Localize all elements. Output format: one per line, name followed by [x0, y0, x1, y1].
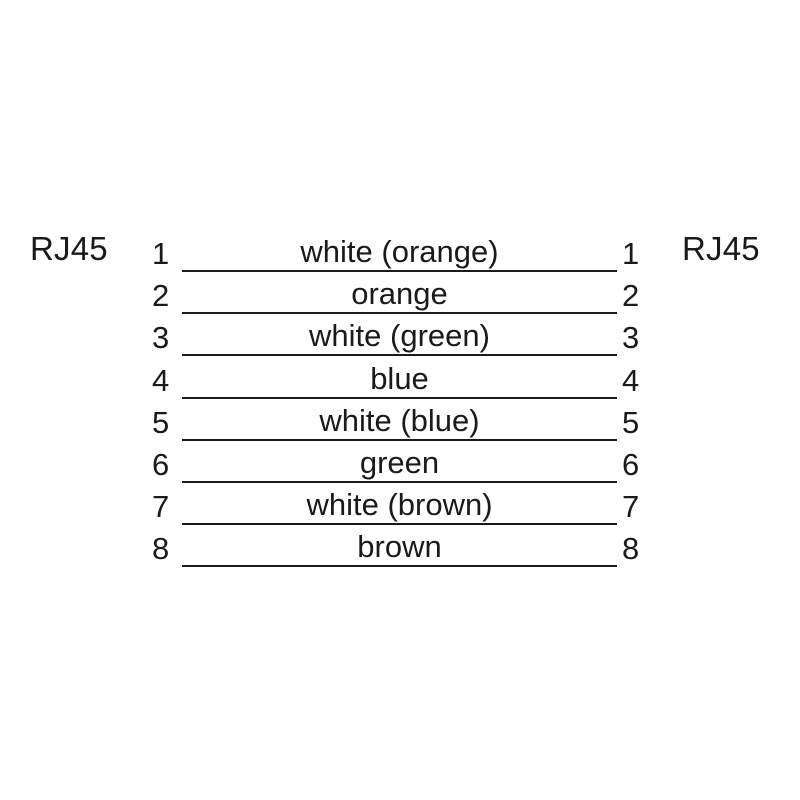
wire-line	[182, 396, 617, 399]
wire-line	[182, 565, 617, 568]
pin-number-left: 1	[152, 236, 170, 271]
pin-number-left: 3	[152, 320, 170, 356]
wire-line	[182, 354, 617, 357]
pin-number-left: 4	[152, 362, 170, 398]
wire-line	[182, 312, 617, 315]
wire-color-label: white (brown)	[306, 487, 493, 523]
wire-color-label: brown	[357, 529, 442, 565]
pin-number-right: 2	[622, 278, 640, 314]
pin-number-left: 2	[152, 278, 170, 314]
wire-color-label: white (blue)	[319, 402, 480, 438]
pin-number-right: 5	[622, 404, 640, 440]
wire-color-label: white (green)	[309, 318, 490, 354]
connector-label-right: RJ45	[682, 230, 760, 267]
wire-line	[182, 438, 617, 441]
wire-color-label: blue	[370, 360, 429, 396]
pin-number-left: 8	[152, 531, 170, 567]
connector-label-left: RJ45	[30, 230, 108, 267]
pin-number-right: 8	[622, 531, 640, 567]
wire-color-label: green	[359, 445, 440, 480]
pin-number-right: 7	[622, 489, 640, 525]
pin-number-left: 5	[152, 404, 170, 440]
pin-number-right: 4	[622, 362, 640, 398]
wire-line	[182, 481, 617, 483]
wire-line	[182, 523, 617, 526]
wire-color-label: orange	[351, 276, 448, 312]
wire-color-label: white (orange)	[300, 234, 499, 269]
pin-number-right: 3	[622, 320, 640, 356]
pin-number-left: 7	[152, 489, 170, 525]
pin-number-right: 6	[622, 447, 640, 482]
wire-line	[182, 270, 617, 272]
pin-number-right: 1	[622, 236, 640, 271]
pin-number-left: 6	[152, 447, 170, 482]
